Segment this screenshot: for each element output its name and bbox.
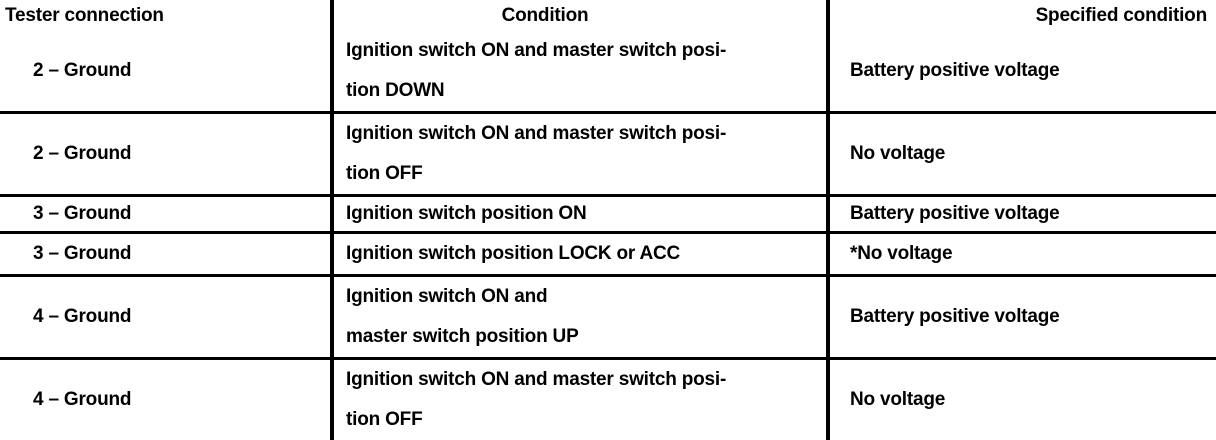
condition-cell: Ignition switch ON and master switch pos… <box>332 31 828 113</box>
specified-condition-cell: No voltage <box>828 113 1216 196</box>
table-row: 2 – Ground Ignition switch ON and master… <box>0 113 1216 196</box>
tester-connection-cell: 3 – Ground <box>0 233 332 276</box>
tester-connection-cell: 4 – Ground <box>0 276 332 359</box>
column-header-specified-condition: Specified condition <box>828 0 1216 31</box>
condition-cell: Ignition switch ON and master switch pos… <box>332 113 828 196</box>
condition-cell: Ignition switch ON and master switch pos… <box>332 276 828 359</box>
column-header-tester-connection: Tester connection <box>0 0 332 31</box>
column-header-condition: Condition <box>332 0 828 31</box>
tester-connection-cell: 2 – Ground <box>0 113 332 196</box>
table-row: 3 – Ground Ignition switch position ON B… <box>0 196 1216 233</box>
specified-condition-cell: Battery positive voltage <box>828 196 1216 233</box>
specified-condition-cell: Battery positive voltage <box>828 31 1216 113</box>
table-row: 4 – Ground Ignition switch ON and master… <box>0 276 1216 359</box>
condition-cell: Ignition switch position LOCK or ACC <box>332 233 828 276</box>
table-row: 2 – Ground Ignition switch ON and master… <box>0 31 1216 113</box>
condition-cell: Ignition switch position ON <box>332 196 828 233</box>
tester-connection-cell: 3 – Ground <box>0 196 332 233</box>
specified-condition-cell: Battery positive voltage <box>828 276 1216 359</box>
specified-condition-cell: *No voltage <box>828 233 1216 276</box>
table-row: 3 – Ground Ignition switch position LOCK… <box>0 233 1216 276</box>
tester-connection-cell: 2 – Ground <box>0 31 332 113</box>
header-row: Tester connection Condition Specified co… <box>0 0 1216 31</box>
